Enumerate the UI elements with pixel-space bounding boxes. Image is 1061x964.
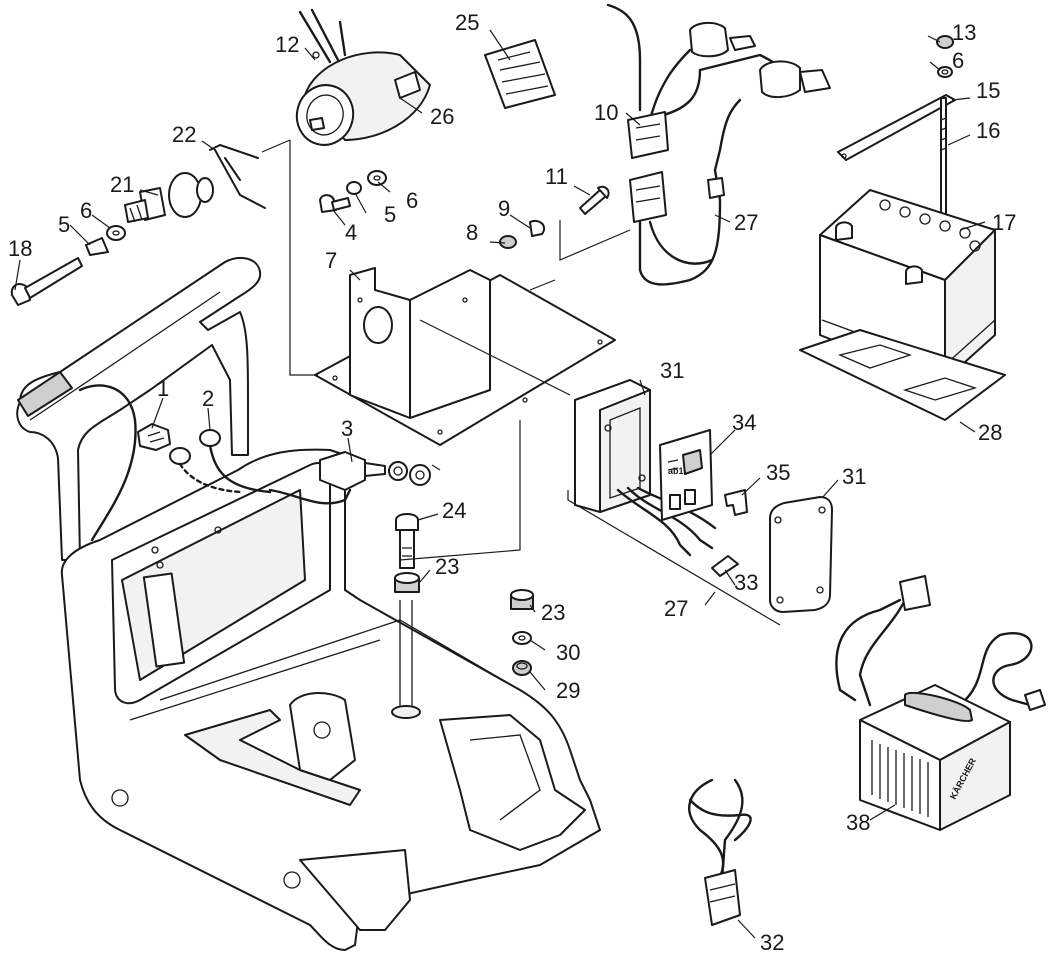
callout-6-mid: 6 — [406, 188, 418, 213]
callout-25: 25 — [455, 10, 479, 35]
callout-17: 17 — [992, 210, 1016, 235]
machine-chassis — [16, 256, 601, 951]
callout-7: 7 — [325, 248, 337, 273]
callout-2: 2 — [202, 386, 214, 411]
callout-26: 26 — [430, 104, 454, 129]
callout-3: 3 — [341, 416, 353, 441]
callout-29: 29 — [556, 678, 580, 703]
callout-11: 11 — [545, 164, 568, 189]
callout-13: 13 — [952, 20, 976, 45]
callout-10: 10 — [594, 100, 618, 125]
callout-31-cover: 31 — [842, 464, 866, 489]
mounting-plate — [314, 267, 616, 446]
callout-28: 28 — [978, 420, 1002, 445]
control-box-cover — [769, 496, 833, 613]
adapter-cable — [688, 778, 752, 926]
callout-5-mid: 5 — [384, 202, 396, 227]
callout-1: 1 — [157, 376, 169, 401]
socket — [169, 429, 272, 494]
callout-24: 24 — [442, 498, 466, 523]
callout-30: 30 — [556, 640, 580, 665]
long-bolt — [10, 257, 83, 306]
spring-clip — [209, 144, 266, 209]
svg-text:ab1: ab1 — [668, 466, 684, 476]
callout-32: 32 — [760, 930, 784, 955]
callout-31-box: 31 — [660, 358, 684, 383]
callout-9: 9 — [498, 196, 510, 221]
board-clip — [724, 489, 748, 516]
callout-labels: 12 25 13 6 15 10 26 16 22 21 11 6 5 9 6 … — [8, 10, 1016, 955]
washers-left — [85, 225, 126, 256]
potentiometer — [319, 451, 441, 491]
handle-cable — [78, 384, 137, 542]
callout-8: 8 — [466, 220, 478, 245]
callout-21: 21 — [110, 172, 134, 197]
callout-18: 18 — [8, 236, 32, 261]
callout-4: 4 — [345, 220, 357, 245]
battery-charger: KÄRCHER — [835, 575, 1046, 831]
control-box — [574, 379, 717, 557]
small-bolt — [579, 185, 610, 215]
rubber-buffer-lower — [510, 589, 534, 676]
callout-15: 15 — [976, 78, 1000, 103]
callout-16: 16 — [976, 118, 1000, 143]
motor-screws — [319, 170, 387, 213]
callout-22: 22 — [172, 122, 196, 147]
callout-33: 33 — [734, 570, 758, 595]
motor-coupling — [124, 172, 214, 223]
fuse — [711, 555, 739, 577]
callout-27-bottom: 27 — [664, 596, 688, 621]
callout-5-left: 5 — [58, 212, 70, 237]
callout-38: 38 — [846, 810, 870, 835]
drive-motor — [295, 8, 431, 146]
callout-34: 34 — [732, 410, 756, 435]
dash-cable — [268, 488, 352, 505]
callout-23-lower: 23 — [541, 600, 565, 625]
control-board: ab1 — [659, 429, 713, 521]
rubber-buffer-upper — [394, 572, 420, 593]
callout-6-top: 6 — [952, 48, 964, 73]
callout-leaders — [14, 29, 986, 939]
callout-23-upper: 23 — [435, 554, 459, 579]
callout-27-top: 27 — [734, 210, 758, 235]
callout-6-left: 6 — [80, 198, 92, 223]
key-switch — [137, 423, 171, 451]
mount-bolt — [395, 513, 419, 569]
callout-35: 35 — [766, 460, 790, 485]
instruction-label — [484, 39, 556, 109]
small-nuts — [499, 220, 546, 249]
callout-12: 12 — [275, 32, 299, 57]
battery-cable-harness — [606, 3, 831, 286]
battery-tray — [799, 329, 1006, 421]
